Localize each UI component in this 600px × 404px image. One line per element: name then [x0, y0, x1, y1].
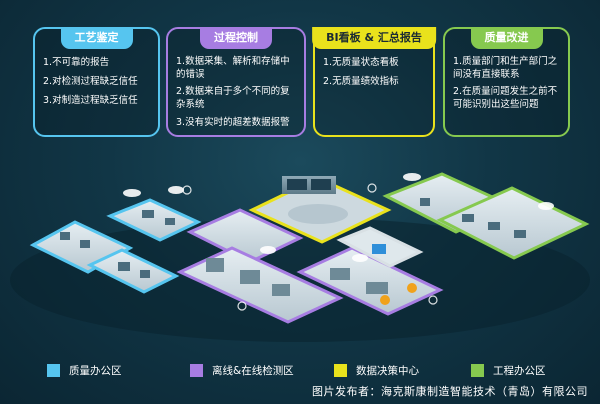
card-title: 质量改进 — [470, 27, 543, 49]
legend-item-data-center: 数据决策中心 — [334, 363, 419, 378]
image-credit: 图片发布者：海克斯康制造智能技术（青岛）有限公司 — [312, 385, 588, 398]
legend-item-engineering-office: 工程办公区 — [471, 363, 546, 378]
card-item-list: 1.不可靠的报告 2.对检测过程缺乏信任 3.对制造过程缺乏信任 — [43, 55, 152, 112]
wireless-icons — [182, 183, 438, 311]
card-item: 2.数据来自于多个不同的复杂系统 — [176, 86, 290, 110]
card-title: BI看板 & 汇总报告 — [312, 27, 436, 49]
desk — [118, 262, 130, 271]
factory-isometric-illustration — [10, 172, 590, 342]
dashboard-screen — [311, 179, 331, 190]
card-item: 3.没有实时的超差数据报警 — [176, 117, 290, 128]
dashboard-screen — [287, 179, 307, 190]
legend-swatch — [190, 364, 203, 377]
wireless-icon — [182, 185, 192, 195]
desk — [140, 270, 150, 278]
card-quality-improvement: 质量改进 1.质量部门和生产部门之间没有直接联系 2.在质量问题发生之前不可能识… — [443, 27, 570, 137]
desk — [420, 198, 430, 206]
blue-equipment — [372, 244, 386, 254]
card-process-control: 过程控制 1.数据采集、解析和存储中的错误 2.数据来自于多个不同的复杂系统 3… — [166, 27, 306, 137]
cloud-icon — [403, 173, 421, 181]
card-title: 工艺鉴定 — [60, 27, 133, 49]
cloud-icon — [168, 186, 184, 194]
desk — [80, 240, 90, 248]
production-line — [366, 282, 388, 294]
card-item: 1.无质量状态看板 — [323, 57, 399, 68]
cmm-machine — [206, 258, 224, 272]
zone-quality-office — [29, 198, 202, 294]
zone-inspection — [176, 208, 444, 324]
zone-floor — [436, 186, 590, 260]
zone-floor — [106, 198, 202, 242]
card-item: 1.质量部门和生产部门之间没有直接联系 — [453, 56, 558, 80]
card-item-list: 1.质量部门和生产部门之间没有直接联系 2.在质量问题发生之前不可能识别出这些问… — [453, 55, 562, 115]
desk — [488, 222, 500, 230]
legend-item-quality-office: 质量办公区 — [47, 363, 122, 378]
legend-item-inspection: 离线&在线检测区 — [190, 363, 294, 378]
robot-arm — [407, 283, 417, 293]
card-item: 2.无质量绩效指标 — [323, 76, 399, 87]
card-item: 3.对制造过程缺乏信任 — [43, 95, 138, 106]
cmm-machine — [240, 270, 260, 284]
desk — [514, 230, 526, 238]
legend-label: 离线&在线检测区 — [212, 365, 294, 377]
cloud-icon — [538, 202, 554, 210]
legend-label: 数据决策中心 — [356, 365, 419, 377]
card-item: 2.对检测过程缺乏信任 — [43, 76, 138, 87]
card-item: 1.数据采集、解析和存储中的错误 — [176, 56, 290, 80]
legend-swatch — [471, 364, 484, 377]
cloud-icon — [260, 246, 276, 254]
card-item: 2.在质量问题发生之前不可能识别出这些问题 — [453, 86, 558, 110]
wireless-icon — [237, 301, 247, 311]
legend-label: 质量办公区 — [69, 365, 122, 377]
card-item: 1.不可靠的报告 — [43, 57, 110, 68]
zone-floor — [296, 246, 444, 316]
cloud-icons — [123, 173, 554, 262]
zone-data-center — [248, 176, 392, 244]
production-line — [330, 268, 350, 280]
wireless-icon — [367, 183, 377, 193]
desk — [165, 218, 175, 225]
desk — [60, 232, 70, 240]
legend-swatch — [47, 364, 60, 377]
cloud-icon — [123, 189, 141, 197]
wireless-icon — [428, 295, 438, 305]
cmm-machine — [272, 284, 290, 296]
meeting-table — [288, 204, 348, 224]
card-item-list: 1.数据采集、解析和存储中的错误 2.数据来自于多个不同的复杂系统 3.没有实时… — [176, 55, 298, 134]
cloud-icon — [352, 254, 368, 262]
legend-swatch — [334, 364, 347, 377]
zone-floor — [86, 248, 180, 294]
desk — [142, 210, 154, 218]
robot-arm — [380, 295, 390, 305]
card-item-list: 1.无质量状态看板 2.无质量绩效指标 — [323, 55, 427, 93]
zone-engineering-office — [382, 172, 590, 260]
card-process-qualification: 工艺鉴定 1.不可靠的报告 2.对检测过程缺乏信任 3.对制造过程缺乏信任 — [33, 27, 160, 137]
card-title: 过程控制 — [200, 27, 272, 49]
desk — [462, 214, 474, 222]
legend-label: 工程办公区 — [493, 365, 546, 377]
card-bi-dashboard: BI看板 & 汇总报告 1.无质量状态看板 2.无质量绩效指标 — [312, 27, 436, 137]
